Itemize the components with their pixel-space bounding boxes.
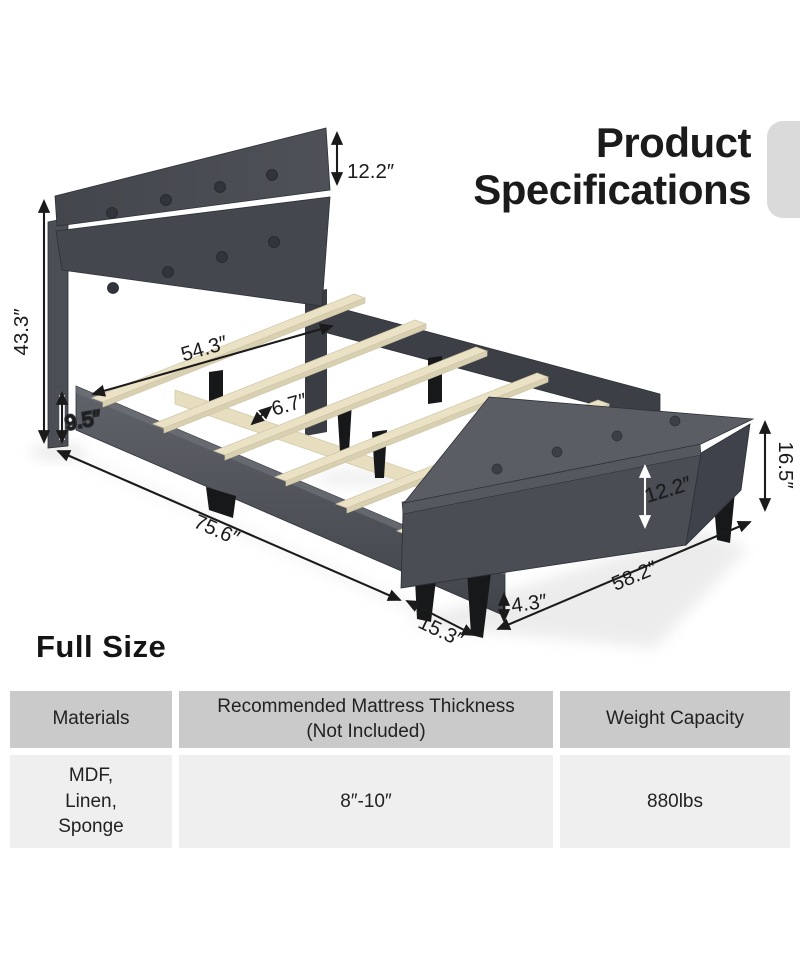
- ottoman-bench: [400, 396, 755, 589]
- dim-label: 75.6″: [190, 510, 242, 550]
- headboard-upper-panel: [54, 127, 331, 227]
- spec-header-materials: Materials: [10, 691, 172, 748]
- dim-label: 12.2″: [347, 160, 394, 183]
- spec-header-mattress-thickness: Recommended Mattress Thickness (Not Incl…: [179, 691, 553, 748]
- spec-table: Materials Recommended Mattress Thickness…: [10, 691, 790, 848]
- dim-arrow-bed-length: [56, 450, 402, 601]
- page-title-line1: Product: [595, 119, 752, 166]
- center-leg: [337, 402, 352, 452]
- dimension-annotations: [37, 131, 772, 636]
- spec-value-weight-capacity: 880lbs: [560, 755, 790, 848]
- spec-header-weight-capacity: Weight Capacity: [560, 691, 790, 748]
- tufting-buttons: [106, 169, 280, 294]
- dim-arrow-slat-length: [91, 323, 334, 397]
- bed-diagram: 12.2″ 43.3″ 9.5″ 54.3″ 6.7″ 75.6″ 15.3″ …: [10, 127, 797, 652]
- dim-label: 43.3″: [10, 308, 33, 355]
- slat: [213, 346, 488, 461]
- ottoman-buttons: [491, 415, 681, 475]
- ottoman-lid-top: [403, 396, 755, 504]
- dim-arrow-foot-width: [405, 600, 476, 636]
- page-title-line2: Specifications: [473, 166, 751, 213]
- dim-arrow-slat-gap: [250, 405, 273, 426]
- dim-arrow-ottoman-length: [496, 521, 752, 630]
- dim-label: 4.3″: [510, 590, 549, 618]
- size-label: Full Size: [36, 629, 167, 664]
- dim-label: 16.5″: [774, 441, 797, 488]
- spec-value-mattress-thickness: 8″-10″: [179, 755, 553, 848]
- ottoman-end-face: [685, 423, 751, 547]
- decorative-side-tab: [767, 121, 800, 218]
- headboard-lower-panel: [55, 196, 331, 307]
- spec-value-materials: MDF, Linen, Sponge: [10, 755, 172, 848]
- page-title: Product Specifications: [473, 119, 751, 213]
- headboard: [47, 127, 331, 449]
